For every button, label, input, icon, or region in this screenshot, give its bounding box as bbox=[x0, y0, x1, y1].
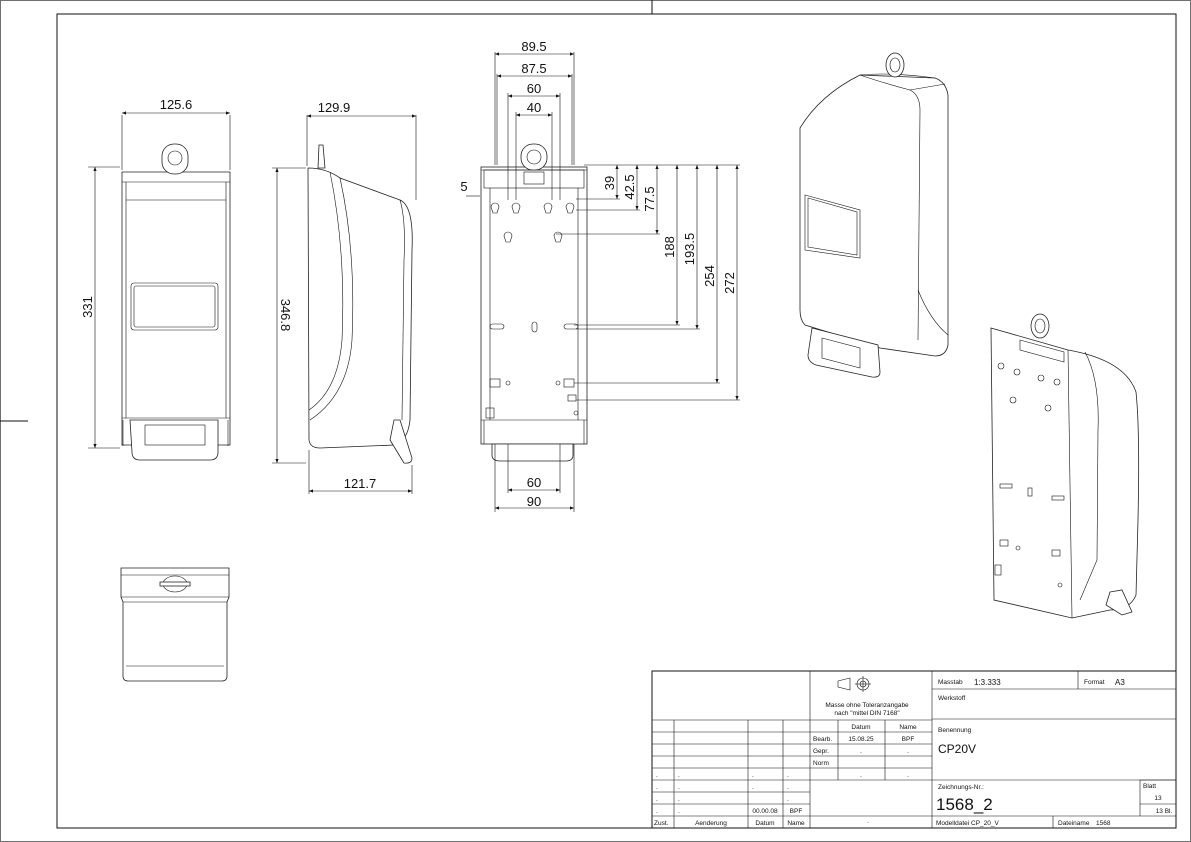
rev-dot-11: . bbox=[787, 796, 789, 803]
datei-label: Dateiname bbox=[1058, 820, 1090, 827]
back-height-2: 42.5 bbox=[622, 174, 637, 199]
center-dot: . bbox=[867, 818, 869, 825]
rev-dot-9: . bbox=[656, 796, 658, 803]
row-gepr-date: . bbox=[860, 748, 862, 755]
rev-dot-4: . bbox=[787, 772, 789, 779]
iso-back-view bbox=[990, 313, 1140, 619]
back-left-offset: 5 bbox=[460, 179, 467, 194]
title-block: Masse ohne Toleranzangabe nach "mittel D… bbox=[651, 670, 1177, 829]
massstab-value: 1:3.333 bbox=[974, 678, 1001, 687]
row-norm: Norm bbox=[813, 760, 829, 767]
massstab-label: Masstab bbox=[938, 679, 963, 686]
benennung-label: Benennung bbox=[938, 727, 972, 734]
blatt-value: 13 bbox=[1154, 795, 1162, 802]
format-value: A3 bbox=[1115, 678, 1125, 687]
modell-label: Modelldatei bbox=[936, 820, 969, 827]
col-datum: Datum bbox=[851, 724, 870, 731]
back-height-7: 272 bbox=[722, 272, 737, 294]
rev-date: 00.00.08 bbox=[752, 808, 778, 815]
row-norm-name: . bbox=[907, 772, 909, 779]
modell-value: CP_20_V bbox=[971, 820, 999, 827]
tolerance-note-line1: Masse ohne Toleranzangabe bbox=[825, 702, 909, 709]
rev-dot-12: . bbox=[656, 808, 658, 815]
rev-dot-6: . bbox=[678, 784, 680, 791]
back-top-width-3: 60 bbox=[527, 81, 541, 96]
col-datum-2: Datum bbox=[755, 820, 774, 827]
back-top-width-4: 40 bbox=[527, 100, 541, 115]
iso-keyholes bbox=[997, 362, 1061, 412]
back-height-4: 188 bbox=[662, 236, 677, 258]
side-bottom-width-label: 121.7 bbox=[344, 476, 377, 491]
keyhole-row-2 bbox=[503, 231, 563, 243]
hanging-eye bbox=[161, 143, 189, 175]
row-bearb-date: 15.08.25 bbox=[848, 736, 874, 743]
row-bearb-name: BPF bbox=[902, 736, 915, 743]
rev-dot-7: . bbox=[752, 784, 754, 791]
rev-dot-5: . bbox=[656, 784, 658, 791]
row-gepr: Gepr. bbox=[813, 748, 829, 755]
blatt-total: 13 Bl. bbox=[1156, 808, 1173, 815]
back-view: 89.5 87.5 60 40 5 39 42.5 77.5 188 193.5 bbox=[460, 39, 740, 512]
rev-dot-10: . bbox=[678, 796, 680, 803]
col-aenderung: Aenderung bbox=[695, 820, 727, 827]
side-top-width-label: 129.9 bbox=[318, 100, 351, 115]
zeichnungs-label: Zeichnungs-Nr.: bbox=[938, 784, 984, 791]
rev-dot-8: . bbox=[787, 784, 789, 791]
col-zust: Zust. bbox=[654, 820, 669, 827]
row-norm-date: . bbox=[860, 772, 862, 779]
projection-symbol-icon bbox=[837, 676, 871, 692]
rev-dot-3: . bbox=[752, 772, 754, 779]
side-view: 129.9 346.8 121.7 bbox=[272, 100, 417, 494]
back-height-1: 39 bbox=[602, 176, 617, 190]
side-height-label: 346.8 bbox=[278, 299, 293, 332]
front-height-label: 331 bbox=[80, 296, 95, 318]
format-label: Format bbox=[1084, 679, 1105, 686]
back-bottom-width-2: 90 bbox=[527, 494, 541, 509]
col-name-2: Name bbox=[787, 820, 805, 827]
zeichnungs-value: 1568_2 bbox=[936, 795, 993, 814]
rev-dot-1: . bbox=[656, 772, 658, 779]
col-name: Name bbox=[899, 724, 917, 731]
row-gepr-name: . bbox=[907, 748, 909, 755]
back-height-3: 77.5 bbox=[642, 186, 657, 211]
blatt-label: Blatt bbox=[1143, 783, 1156, 790]
back-top-width-1: 89.5 bbox=[521, 39, 546, 54]
top-view bbox=[120, 567, 230, 682]
back-top-width-2: 87.5 bbox=[521, 61, 546, 76]
rev-dot-2: . bbox=[678, 772, 680, 779]
tolerance-note-line2: nach "mittel DIN 7168" bbox=[834, 710, 900, 717]
benennung-value: CP20V bbox=[938, 742, 976, 756]
iso-front-view bbox=[799, 52, 949, 378]
datei-value: 1568 bbox=[1096, 820, 1111, 827]
front-width-label: 125.6 bbox=[160, 97, 193, 112]
rev-dot-13: . bbox=[678, 808, 680, 815]
back-height-5: 193.5 bbox=[682, 233, 697, 266]
front-view: 125.6 331 bbox=[80, 97, 231, 461]
werkstoff-label: Werkstoff bbox=[938, 695, 965, 702]
back-bottom-width-1: 60 bbox=[527, 475, 541, 490]
keyhole-row-1 bbox=[490, 202, 575, 214]
back-height-6: 254 bbox=[702, 265, 717, 287]
row-bearb: Bearb. bbox=[813, 736, 832, 743]
rev-name: BPF bbox=[790, 808, 803, 815]
